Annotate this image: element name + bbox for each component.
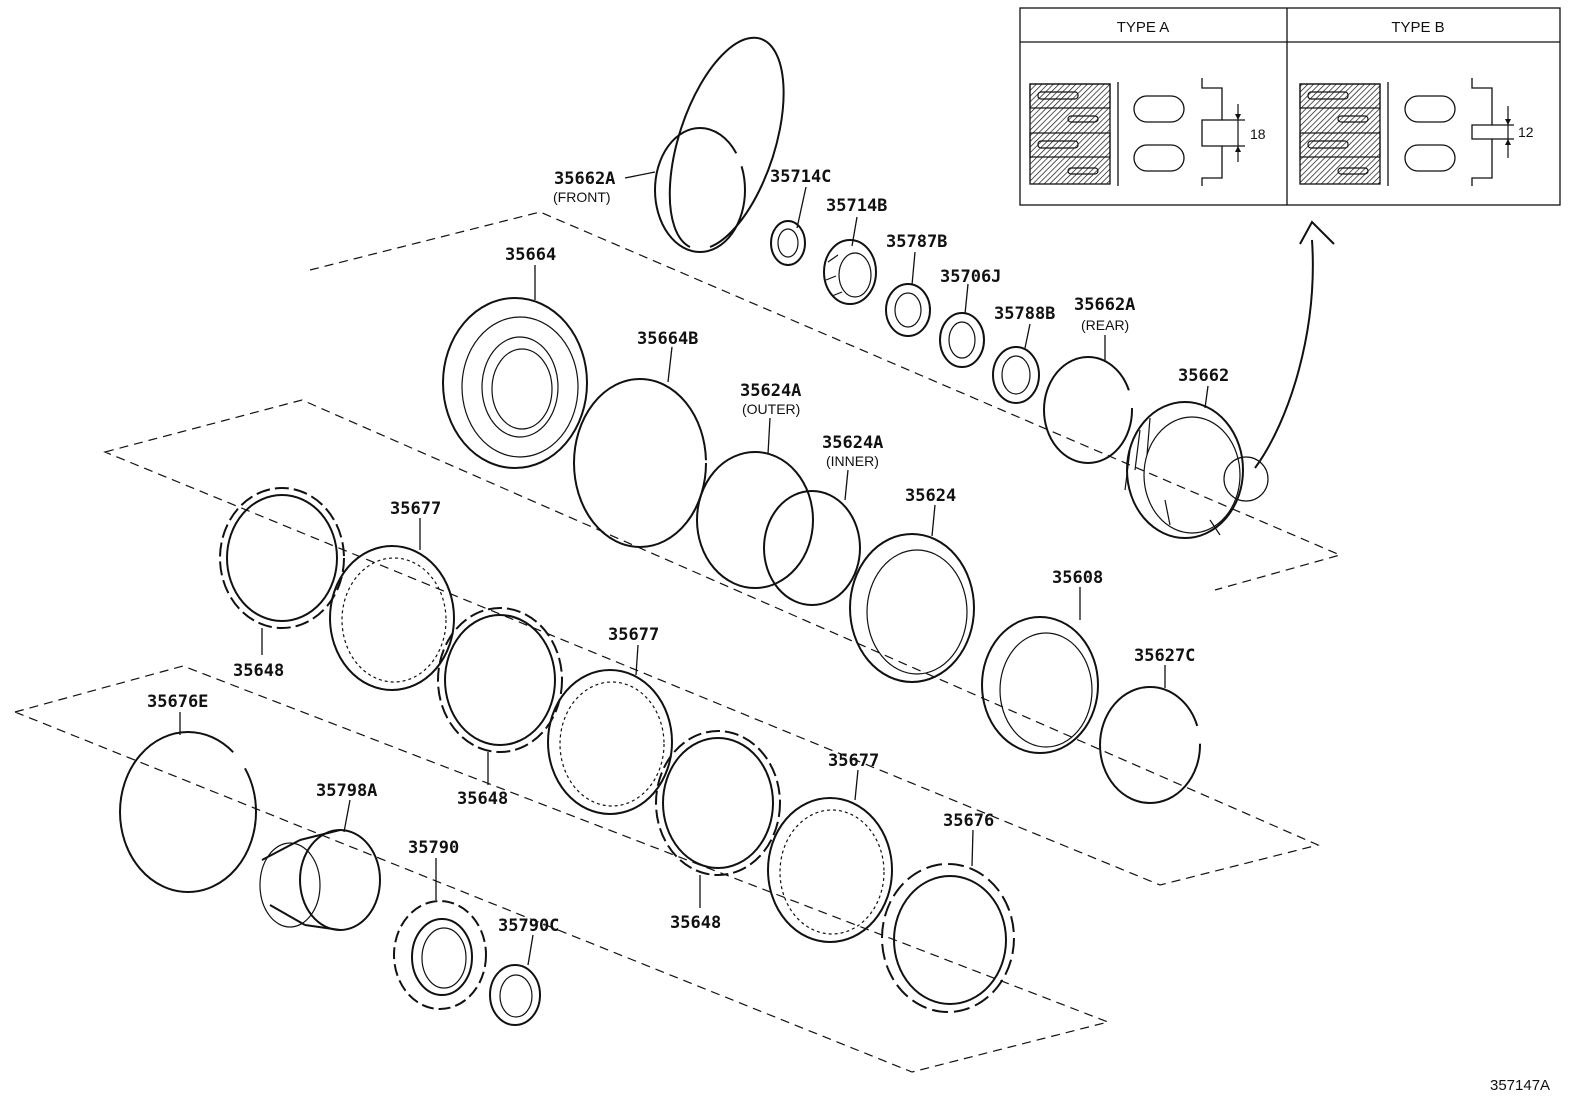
part-35662A-front-snap-ring[interactable] bbox=[654, 36, 785, 253]
part-35787B-washer[interactable] bbox=[885, 283, 931, 337]
note-inner: (INNER) bbox=[826, 453, 879, 469]
label-35648-3[interactable]: 35648 bbox=[670, 913, 721, 933]
label-35790C[interactable]: 35790C bbox=[498, 916, 559, 936]
label-35677-2[interactable]: 35677 bbox=[608, 625, 659, 645]
part-35648-plate-3[interactable] bbox=[655, 730, 781, 876]
part-35706J-bearing[interactable] bbox=[939, 312, 985, 368]
part-35648-plate-2[interactable] bbox=[437, 607, 563, 753]
part-35714B-clutch[interactable] bbox=[823, 239, 877, 305]
part-35624A-inner-seal[interactable] bbox=[763, 490, 861, 606]
part-35676-flange[interactable] bbox=[881, 863, 1015, 1013]
part-35624-piston[interactable] bbox=[849, 533, 975, 683]
type-a-detail: 18 bbox=[1029, 78, 1266, 186]
label-35677-1[interactable]: 35677 bbox=[390, 499, 441, 519]
part-35627C-snap-ring[interactable] bbox=[1099, 686, 1201, 804]
label-35798A[interactable]: 35798A bbox=[316, 781, 377, 801]
label-35787B[interactable]: 35787B bbox=[886, 232, 947, 252]
guide-lines bbox=[13, 211, 1342, 1073]
label-35714C[interactable]: 35714C bbox=[770, 167, 831, 187]
part-35790C-race[interactable] bbox=[489, 964, 541, 1026]
part-35664-drum[interactable] bbox=[442, 297, 588, 469]
label-35664B[interactable]: 35664B bbox=[637, 329, 698, 349]
label-35648-1[interactable]: 35648 bbox=[233, 661, 284, 681]
part-35677-disc-3[interactable] bbox=[767, 797, 893, 943]
leader-lines bbox=[179, 171, 1209, 966]
label-35662A-front[interactable]: 35662A bbox=[554, 169, 615, 189]
type-b-detail: 12 bbox=[1299, 78, 1534, 186]
label-35662[interactable]: 35662 bbox=[1178, 366, 1229, 386]
label-35676E[interactable]: 35676E bbox=[147, 692, 208, 712]
label-35624A-outer[interactable]: 35624A bbox=[740, 381, 801, 401]
part-35790-gear[interactable] bbox=[393, 900, 487, 1010]
inset-box: TYPE A TYPE B 18 bbox=[1019, 7, 1561, 206]
note-rear: (REAR) bbox=[1081, 317, 1129, 333]
part-35662A-rear-snap-ring[interactable] bbox=[1043, 356, 1133, 464]
note-front: (FRONT) bbox=[553, 189, 611, 205]
label-35714B[interactable]: 35714B bbox=[826, 196, 887, 216]
part-35662-drum[interactable] bbox=[1124, 401, 1244, 539]
type-a-title: TYPE A bbox=[1117, 19, 1170, 36]
label-35627C[interactable]: 35627C bbox=[1134, 646, 1195, 666]
label-35677-3[interactable]: 35677 bbox=[828, 751, 879, 771]
label-35648-2[interactable]: 35648 bbox=[457, 789, 508, 809]
label-35676[interactable]: 35676 bbox=[943, 811, 994, 831]
part-35798A-hub[interactable] bbox=[259, 829, 381, 931]
part-35608-retainer[interactable] bbox=[981, 616, 1099, 754]
part-35664B-snap-ring[interactable] bbox=[573, 378, 707, 548]
label-35664[interactable]: 35664 bbox=[505, 245, 556, 265]
type-a-dimension: 18 bbox=[1250, 126, 1266, 142]
note-outer: (OUTER) bbox=[742, 401, 800, 417]
part-35714C-race[interactable] bbox=[770, 220, 806, 266]
part-35788B-washer[interactable] bbox=[992, 346, 1040, 404]
label-35624[interactable]: 35624 bbox=[905, 486, 956, 506]
type-b-title: TYPE B bbox=[1391, 19, 1444, 36]
label-35788B[interactable]: 35788B bbox=[994, 304, 1055, 324]
part-35624A-outer-seal[interactable] bbox=[696, 451, 814, 589]
label-35608[interactable]: 35608 bbox=[1052, 568, 1103, 588]
part-35676E-snap-ring[interactable] bbox=[119, 731, 257, 893]
part-35677-disc-1[interactable] bbox=[329, 545, 455, 691]
label-35706J[interactable]: 35706J bbox=[940, 267, 1001, 287]
part-35648-plate-1[interactable] bbox=[219, 487, 345, 629]
part-labels: 35662A (FRONT) 35714C 35714B 35787B 3570… bbox=[147, 167, 1229, 936]
label-35790[interactable]: 35790 bbox=[408, 838, 459, 858]
detail-arrow bbox=[1223, 220, 1335, 502]
label-35662A-rear[interactable]: 35662A bbox=[1074, 295, 1135, 315]
type-b-dimension: 12 bbox=[1518, 124, 1534, 140]
label-35624A-inner[interactable]: 35624A bbox=[822, 433, 883, 453]
figure-id: 357147A bbox=[1490, 1077, 1550, 1094]
part-35677-disc-2[interactable] bbox=[547, 669, 673, 815]
